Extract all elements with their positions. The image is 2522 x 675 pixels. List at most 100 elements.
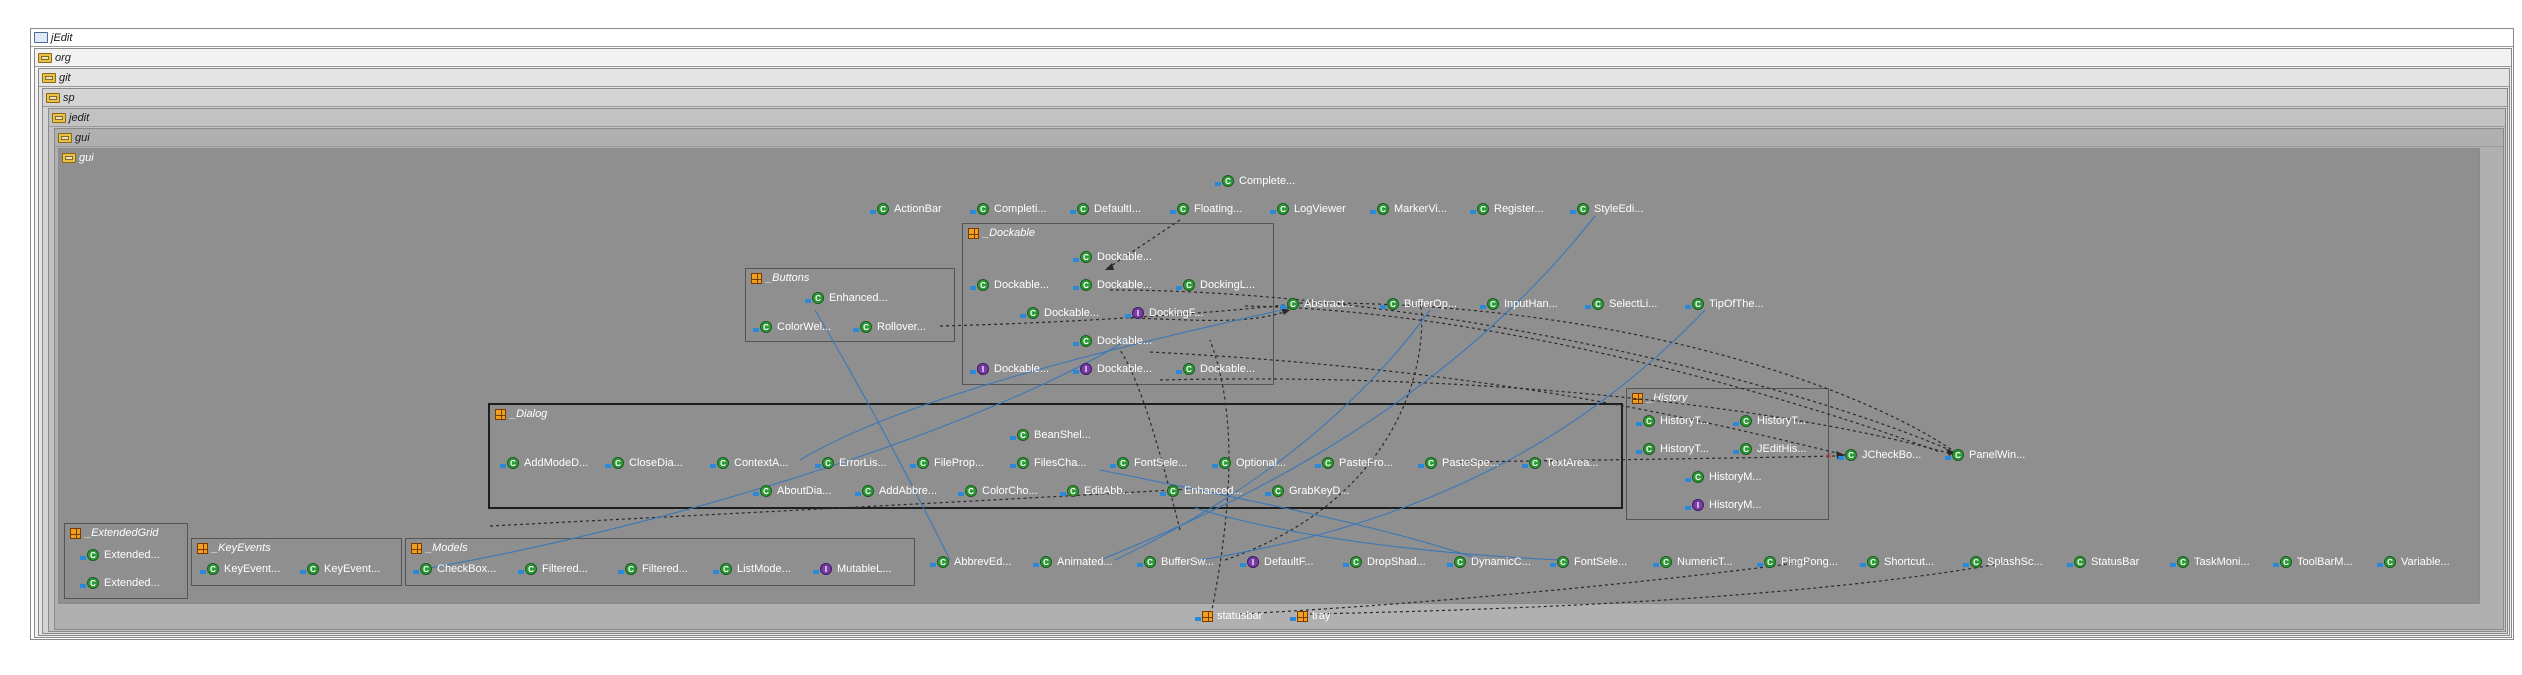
subpackage-tray[interactable]: tray xyxy=(1290,609,1330,623)
class-icon: C xyxy=(1080,251,1092,263)
package-header[interactable]: sp xyxy=(43,89,2507,107)
group-keyevents[interactable]: _KeyEvents xyxy=(191,538,402,586)
group-extendedgrid[interactable]: _ExtendedGrid xyxy=(64,523,188,599)
package-header[interactable]: jEdit xyxy=(31,29,2513,47)
class-icon: C xyxy=(1322,457,1334,469)
class-icon: C xyxy=(1454,556,1466,568)
package-grid-icon xyxy=(1297,610,1308,622)
package-header[interactable]: jedit xyxy=(49,109,2505,127)
class-icon: C xyxy=(1277,203,1289,215)
node-label: Complete... xyxy=(1239,175,1296,187)
class-node-actionbar[interactable]: C ActionBar xyxy=(870,202,942,216)
class-icon: C xyxy=(877,203,889,215)
class-icon: C xyxy=(1017,457,1029,469)
package-header[interactable]: gui xyxy=(55,129,2503,147)
class-icon: C xyxy=(2074,556,2086,568)
connector-icon xyxy=(518,570,524,574)
package-header[interactable]: org xyxy=(35,49,2511,67)
package-header[interactable]: gui xyxy=(59,149,2479,167)
group-dockable[interactable]: _Dockable xyxy=(962,223,1274,385)
package-header[interactable]: git xyxy=(39,69,2509,87)
node-label: ActionBar xyxy=(894,203,942,215)
subpackage-statusbar[interactable]: statusbar xyxy=(1195,609,1262,623)
